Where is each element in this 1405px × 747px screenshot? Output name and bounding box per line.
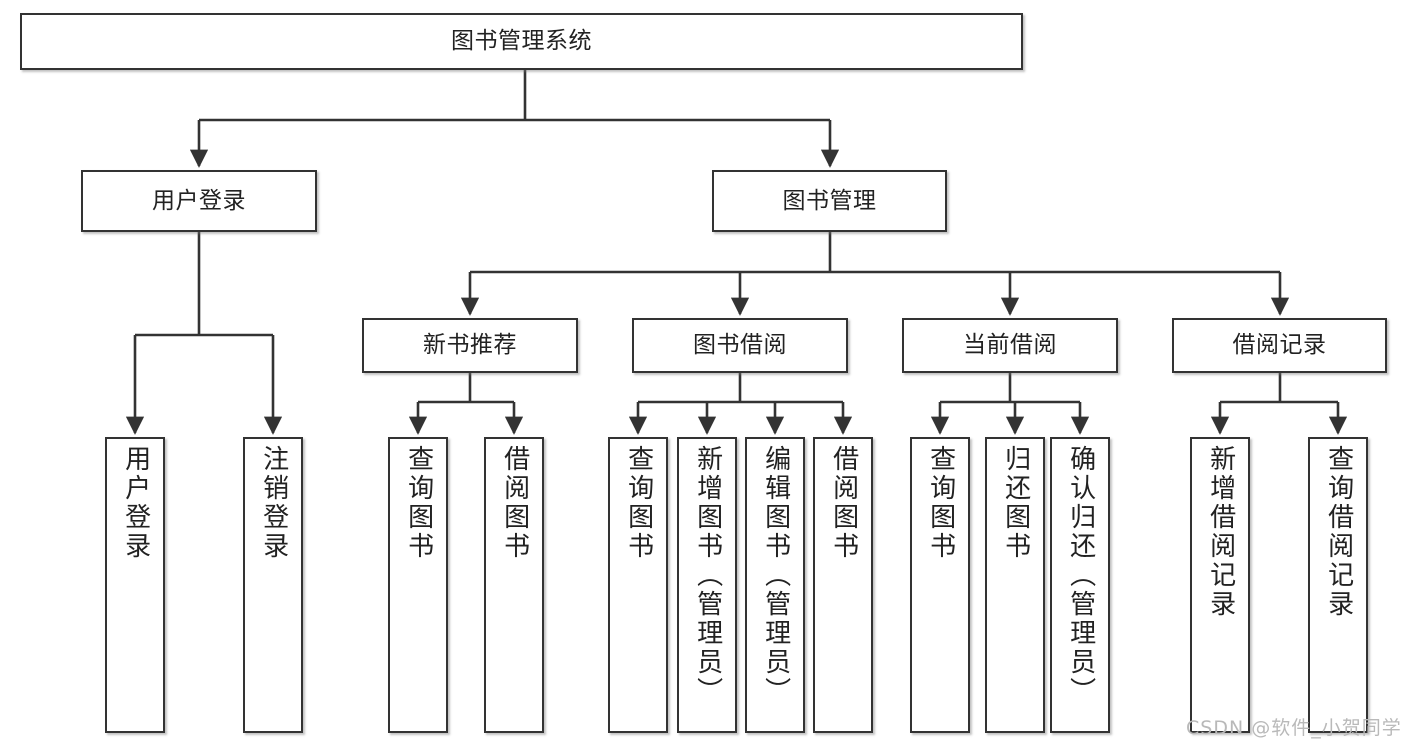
node-new-book-rec[interactable]: 新书推荐 — [362, 318, 578, 373]
node-leaf-user-logout[interactable]: 注销登录 — [243, 437, 303, 733]
node-leaf-borrow-book-rec[interactable]: 借阅图书 — [484, 437, 544, 733]
node-leaf-query-book-label: 查询图书 — [623, 445, 654, 561]
node-leaf-user-login[interactable]: 用户登录 — [105, 437, 165, 733]
node-leaf-query-record[interactable]: 查询借阅记录 — [1308, 437, 1368, 733]
node-book-borrow[interactable]: 图书借阅 — [632, 318, 848, 373]
node-book-manage-label: 图书管理 — [782, 187, 877, 214]
node-leaf-query-book-cur[interactable]: 查询图书 — [910, 437, 970, 733]
node-leaf-confirm-return-label: 确认归还（管理员） — [1065, 445, 1096, 706]
node-current-borrow-label: 当前借阅 — [963, 332, 1057, 359]
node-leaf-user-logout-label: 注销登录 — [258, 445, 289, 561]
node-leaf-edit-book[interactable]: 编辑图书（管理员） — [745, 437, 805, 733]
node-book-manage[interactable]: 图书管理 — [712, 170, 947, 232]
node-user-login-label: 用户登录 — [152, 187, 246, 214]
node-user-login[interactable]: 用户登录 — [81, 170, 317, 232]
node-root[interactable]: 图书管理系统 — [20, 13, 1023, 70]
node-leaf-query-book-rec-label: 查询图书 — [403, 445, 434, 561]
node-leaf-user-login-label: 用户登录 — [120, 445, 151, 561]
node-borrow-record[interactable]: 借阅记录 — [1172, 318, 1387, 373]
node-leaf-return-book-label: 归还图书 — [1000, 445, 1031, 561]
node-root-label: 图书管理系统 — [451, 28, 592, 55]
node-leaf-return-book[interactable]: 归还图书 — [985, 437, 1045, 733]
node-leaf-borrow-book[interactable]: 借阅图书 — [813, 437, 873, 733]
node-book-borrow-label: 图书借阅 — [693, 332, 787, 359]
node-leaf-query-book-rec[interactable]: 查询图书 — [388, 437, 448, 733]
node-leaf-query-book[interactable]: 查询图书 — [608, 437, 668, 733]
node-leaf-add-record-label: 新增借阅记录 — [1205, 445, 1236, 619]
node-leaf-borrow-book-rec-label: 借阅图书 — [499, 445, 530, 561]
watermark: CSDN @软件_小贺同学 — [1186, 717, 1402, 739]
node-leaf-borrow-book-label: 借阅图书 — [828, 445, 859, 561]
node-new-book-rec-label: 新书推荐 — [423, 332, 517, 359]
node-leaf-add-book-label: 新增图书（管理员） — [692, 445, 723, 706]
node-leaf-query-book-cur-label: 查询图书 — [925, 445, 956, 561]
node-current-borrow[interactable]: 当前借阅 — [902, 318, 1118, 373]
node-leaf-query-record-label: 查询借阅记录 — [1323, 445, 1354, 619]
node-leaf-add-record[interactable]: 新增借阅记录 — [1190, 437, 1250, 733]
node-leaf-add-book[interactable]: 新增图书（管理员） — [677, 437, 737, 733]
node-leaf-edit-book-label: 编辑图书（管理员） — [760, 445, 791, 706]
node-borrow-record-label: 借阅记录 — [1232, 332, 1327, 359]
node-leaf-confirm-return[interactable]: 确认归还（管理员） — [1050, 437, 1110, 733]
